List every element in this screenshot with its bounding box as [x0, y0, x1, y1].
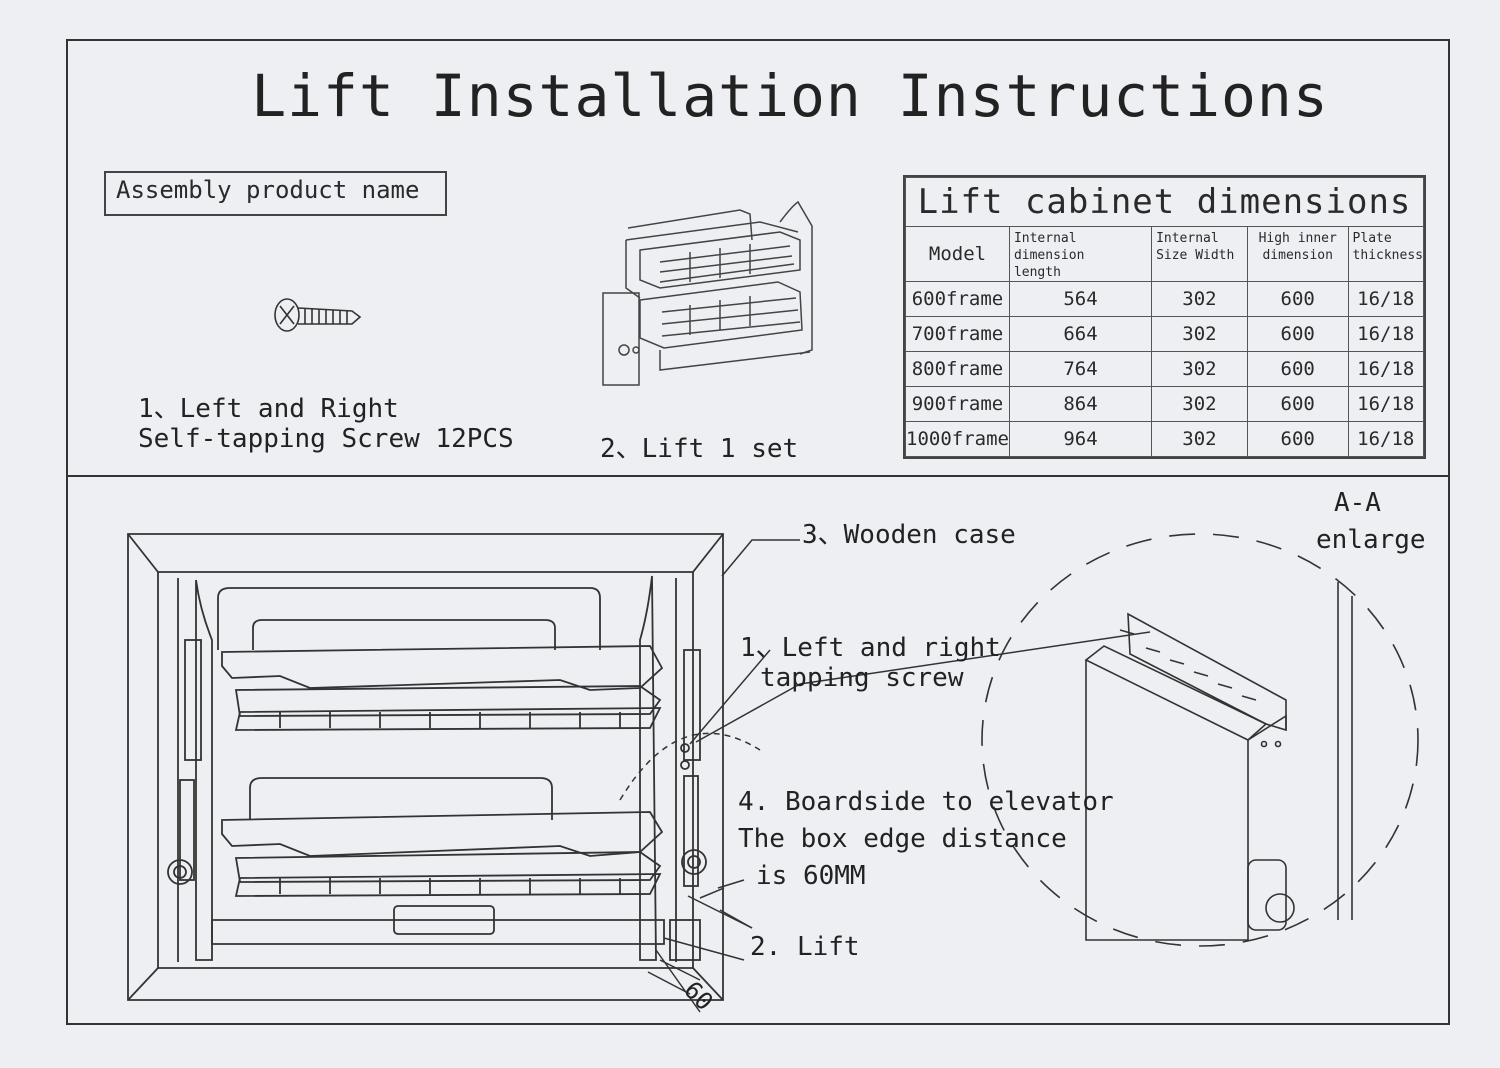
cell-length: 664: [1008, 316, 1153, 352]
callout-boardside-line2: The box edge distance: [738, 824, 1067, 854]
cell-plate: 16/18: [1347, 421, 1425, 457]
table-row: 1000frame 964 302 600 16/18: [905, 421, 1425, 457]
cell-model: 600frame: [905, 281, 1010, 317]
item2-label: 2、Lift 1 set: [600, 434, 799, 464]
cell-model: 700frame: [905, 316, 1010, 352]
table-row: 900frame 864 302 600 16/18: [905, 386, 1425, 422]
cell-high: 600: [1246, 351, 1349, 387]
outer-frame: [66, 39, 1450, 1025]
cell-width: 302: [1151, 421, 1248, 457]
cell-plate: 16/18: [1347, 351, 1425, 387]
page-title: Lift Installation Instructions: [251, 62, 1329, 130]
screw-icon: [274, 298, 362, 332]
cell-high: 600: [1246, 316, 1349, 352]
cell-plate: 16/18: [1347, 386, 1425, 422]
dimensions-table: Lift cabinet dimensions Model Internal d…: [903, 175, 1426, 459]
cell-width: 302: [1151, 316, 1248, 352]
cabinet-drawing: [127, 533, 724, 1001]
item1-line1: 1、Left and Right: [138, 394, 399, 424]
lift-product-illustration: [602, 200, 813, 386]
cell-length: 564: [1008, 281, 1153, 317]
cell-model: 1000frame: [905, 421, 1010, 457]
cell-width: 302: [1151, 281, 1248, 317]
cell-length: 864: [1008, 386, 1153, 422]
leader-lines: [619, 539, 1151, 1013]
cell-high: 600: [1246, 421, 1349, 457]
cell-plate: 16/18: [1347, 316, 1425, 352]
cell-model: 900frame: [905, 386, 1010, 422]
callout-lift: 2. Lift: [750, 932, 860, 962]
callout-boardside-line1: 4. Boardside to elevator: [738, 787, 1114, 817]
callout-screw-line1: 1、Left and right: [740, 633, 1001, 663]
section-aa-enlarge: enlarge: [1316, 525, 1426, 555]
detail-enlargement: [981, 533, 1419, 947]
table-title: Lift cabinet dimensions: [905, 177, 1424, 227]
section-divider: [66, 475, 1450, 477]
table-row: 700frame 664 302 600 16/18: [905, 316, 1425, 352]
header-model: Model: [905, 226, 1010, 282]
callout-screw-line2: tapping screw: [760, 663, 964, 693]
item1-line2: Self-tapping Screw 12PCS: [138, 424, 514, 454]
callout-boardside-line3: is 60MM: [756, 861, 866, 891]
table-row: 600frame 564 302 600 16/18: [905, 281, 1425, 317]
callout-wooden-case: 3、Wooden case: [802, 520, 1016, 550]
section-aa-label: A-A: [1334, 488, 1381, 518]
cell-length: 964: [1008, 421, 1153, 457]
assembly-label: Assembly product name: [104, 171, 447, 216]
